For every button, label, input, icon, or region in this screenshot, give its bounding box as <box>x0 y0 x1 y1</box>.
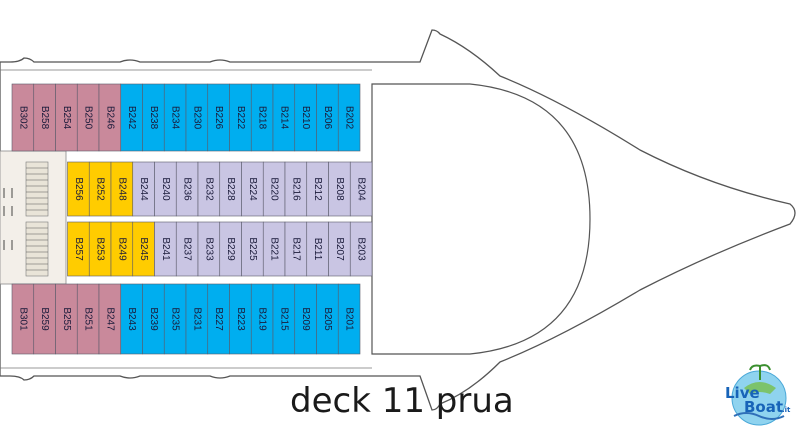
stairs-top-steps <box>26 167 48 211</box>
deck-caption: deck 11 prua <box>290 381 514 421</box>
cabin-row-top-inner: B256 B252 B248 B244 B240 B236 B232 B228 B224 B220… <box>67 161 373 217</box>
cabin-label: B255 <box>61 307 72 331</box>
cabin-label: B224 <box>247 177 258 201</box>
cabin-label: B227 <box>213 307 224 331</box>
cabin-label: B301 <box>17 307 28 331</box>
cabin-label: B221 <box>269 237 280 261</box>
cabin-label: B241 <box>160 237 171 261</box>
cabin-label: B203 <box>356 237 367 261</box>
cabin-label: B225 <box>247 237 258 261</box>
cabin-label: B253 <box>95 237 106 261</box>
cabin-label: B201 <box>344 307 355 331</box>
cabin-label: B209 <box>300 307 311 331</box>
logo-suffix: .it <box>782 406 791 414</box>
cabin-label: B210 <box>300 106 311 130</box>
cabin-label: B207 <box>334 237 345 261</box>
cabin-label: B215 <box>278 307 289 331</box>
cabin-label: B251 <box>83 307 94 331</box>
island-icon <box>744 382 776 394</box>
cabin-label: B231 <box>191 307 202 331</box>
logo-line-2: Boat <box>744 398 783 416</box>
cabin-label: B245 <box>138 237 149 261</box>
cabin-label: B216 <box>290 177 301 201</box>
cabin-label: B246 <box>104 106 115 130</box>
cabin-label: B237 <box>182 237 193 261</box>
cabin-label: B218 <box>257 106 268 130</box>
cabin-label: B242 <box>126 106 137 130</box>
cabin-b204[interactable] <box>349 161 373 217</box>
palm-icon <box>749 364 771 380</box>
cabin-label: B220 <box>269 177 280 201</box>
cabin-b203[interactable] <box>349 221 373 277</box>
cabin-b202[interactable] <box>337 83 361 152</box>
cabin-label: B206 <box>322 106 333 130</box>
stairs-top <box>25 161 49 217</box>
cabin-label: B232 <box>203 177 214 201</box>
cabin-label: B250 <box>83 106 94 130</box>
cabin-label: B211 <box>312 238 323 261</box>
stairs-bottom <box>25 221 49 277</box>
cabin-label: B236 <box>182 177 193 201</box>
cabin-label: B202 <box>344 106 355 130</box>
cabin-label: B214 <box>278 106 289 130</box>
cabin-label: B234 <box>170 106 181 130</box>
cabin-row-bottom-inner: B257 B253 B249 B245 B241 B237 B233 B229 B225 B221… <box>67 221 373 277</box>
cabin-label: B248 <box>116 177 127 201</box>
cabin-label: B256 <box>73 177 84 201</box>
cabin-label: B223 <box>235 307 246 331</box>
cabin-label: B204 <box>356 177 367 201</box>
cabin-b201[interactable] <box>337 283 361 355</box>
cabin-label: B244 <box>138 177 149 201</box>
cabin-label: B249 <box>116 237 127 261</box>
cabin-label: B228 <box>225 177 236 201</box>
cabin-label: B230 <box>191 106 202 130</box>
cabin-label: B258 <box>39 106 50 130</box>
cabin-label: B217 <box>290 237 301 261</box>
elevator-marks <box>3 188 13 250</box>
cabin-label: B222 <box>235 106 246 130</box>
cabin-label: B233 <box>203 237 214 261</box>
cabin-label: B243 <box>126 307 137 331</box>
wave-icon <box>733 412 785 420</box>
cabin-label: B238 <box>148 106 159 130</box>
cabin-label: B254 <box>61 106 72 130</box>
cabin-row-bottom-outer: B301 B259 B255 B251 B247 B243 B239 B235 B231 B227… <box>11 283 361 355</box>
cabin-label: B229 <box>225 237 236 261</box>
cabin-label: B226 <box>213 106 224 130</box>
cabin-label: B302 <box>17 106 28 130</box>
cabin-label: B257 <box>73 237 84 261</box>
bow-open-area <box>371 83 591 355</box>
cabin-label: B259 <box>39 307 50 331</box>
cabin-label: B208 <box>334 177 345 201</box>
cabin-label: B205 <box>322 307 333 331</box>
cabin-label: B240 <box>160 177 171 201</box>
cabin-row-top-outer: B302 B258 B254 B250 B246 B242 B238 B234 B230 B226… <box>11 83 361 152</box>
cabin-label: B239 <box>148 307 159 331</box>
liveboat-logo: Live Boat .it <box>725 364 791 426</box>
cabin-label: B235 <box>170 307 181 331</box>
cabin-label: B212 <box>312 177 323 201</box>
logo-line-1: Live <box>725 384 760 402</box>
cabin-label: B219 <box>257 307 268 331</box>
stairs-bottom-steps <box>26 227 48 271</box>
cabin-label: B247 <box>104 307 115 331</box>
cabin-label: B252 <box>95 177 106 201</box>
